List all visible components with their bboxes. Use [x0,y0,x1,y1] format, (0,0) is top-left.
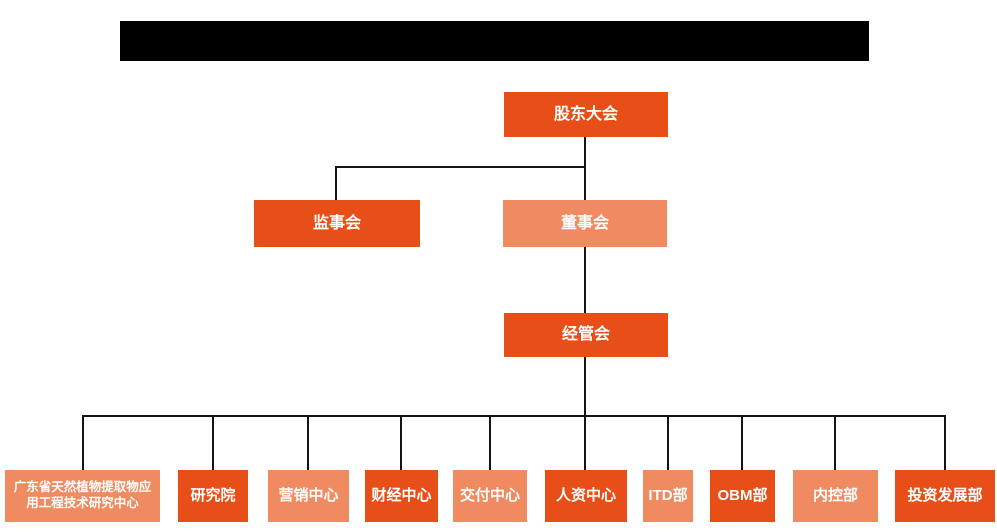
node-label: ITD部 [648,486,688,504]
node-management-committee: 经管会 [504,313,668,357]
connector-board-drop [584,166,586,200]
node-label: 营销中心 [278,486,339,504]
connector-dept-drop [489,415,491,470]
connector-dept-drop [741,415,743,470]
connector-dept-drop [944,415,946,470]
node-label: 投资发展部 [907,486,983,504]
connector-top-horizontal [335,166,586,168]
redacted-title-bar [120,21,869,61]
node-obm-department: OBM部 [710,470,775,522]
node-research-institute: 研究院 [178,470,248,522]
node-investment-development-department: 投资发展部 [895,470,995,522]
node-supervisory-board: 监事会 [254,200,420,247]
connector-dept-drop [307,415,309,470]
connector-dept-drop [834,415,836,470]
connector-supervisory-drop [335,166,337,200]
node-label: OBM部 [717,486,768,504]
connector-dept-drop [400,415,402,470]
node-shareholders-meeting: 股东大会 [504,92,668,137]
connector-management-down [584,357,586,416]
node-label: 股东大会 [553,105,618,123]
node-label: 经管会 [561,326,610,343]
node-finance-center: 财经中心 [365,470,438,522]
node-board-of-directors: 董事会 [503,200,667,247]
connector-shareholders-down [584,137,586,168]
node-label: 研究院 [190,486,236,504]
node-label: 人资中心 [555,486,616,504]
node-label: 财经中心 [371,486,432,504]
node-label: 内控部 [812,486,858,504]
node-gd-natural-plant-extract-research-center: 广东省天然植物提取物应用工程技术研究中心 [5,470,160,522]
node-marketing-center: 营销中心 [268,470,349,522]
node-label: 广东省天然植物提取物应用工程技术研究中心 [13,480,152,510]
node-internal-control-department: 内控部 [793,470,878,522]
node-itd-department: ITD部 [643,470,693,522]
node-hr-center: 人资中心 [545,470,627,522]
connector-dept-drop [212,415,214,470]
node-label: 董事会 [560,214,609,232]
node-delivery-center: 交付中心 [453,470,527,522]
node-label: 监事会 [312,214,361,232]
connector-board-to-management [584,247,586,313]
connector-dept-drop [82,415,84,470]
connector-bottom-horizontal [82,415,945,417]
connector-dept-drop [667,415,669,470]
connector-dept-drop [584,415,586,470]
node-label: 交付中心 [459,486,520,504]
